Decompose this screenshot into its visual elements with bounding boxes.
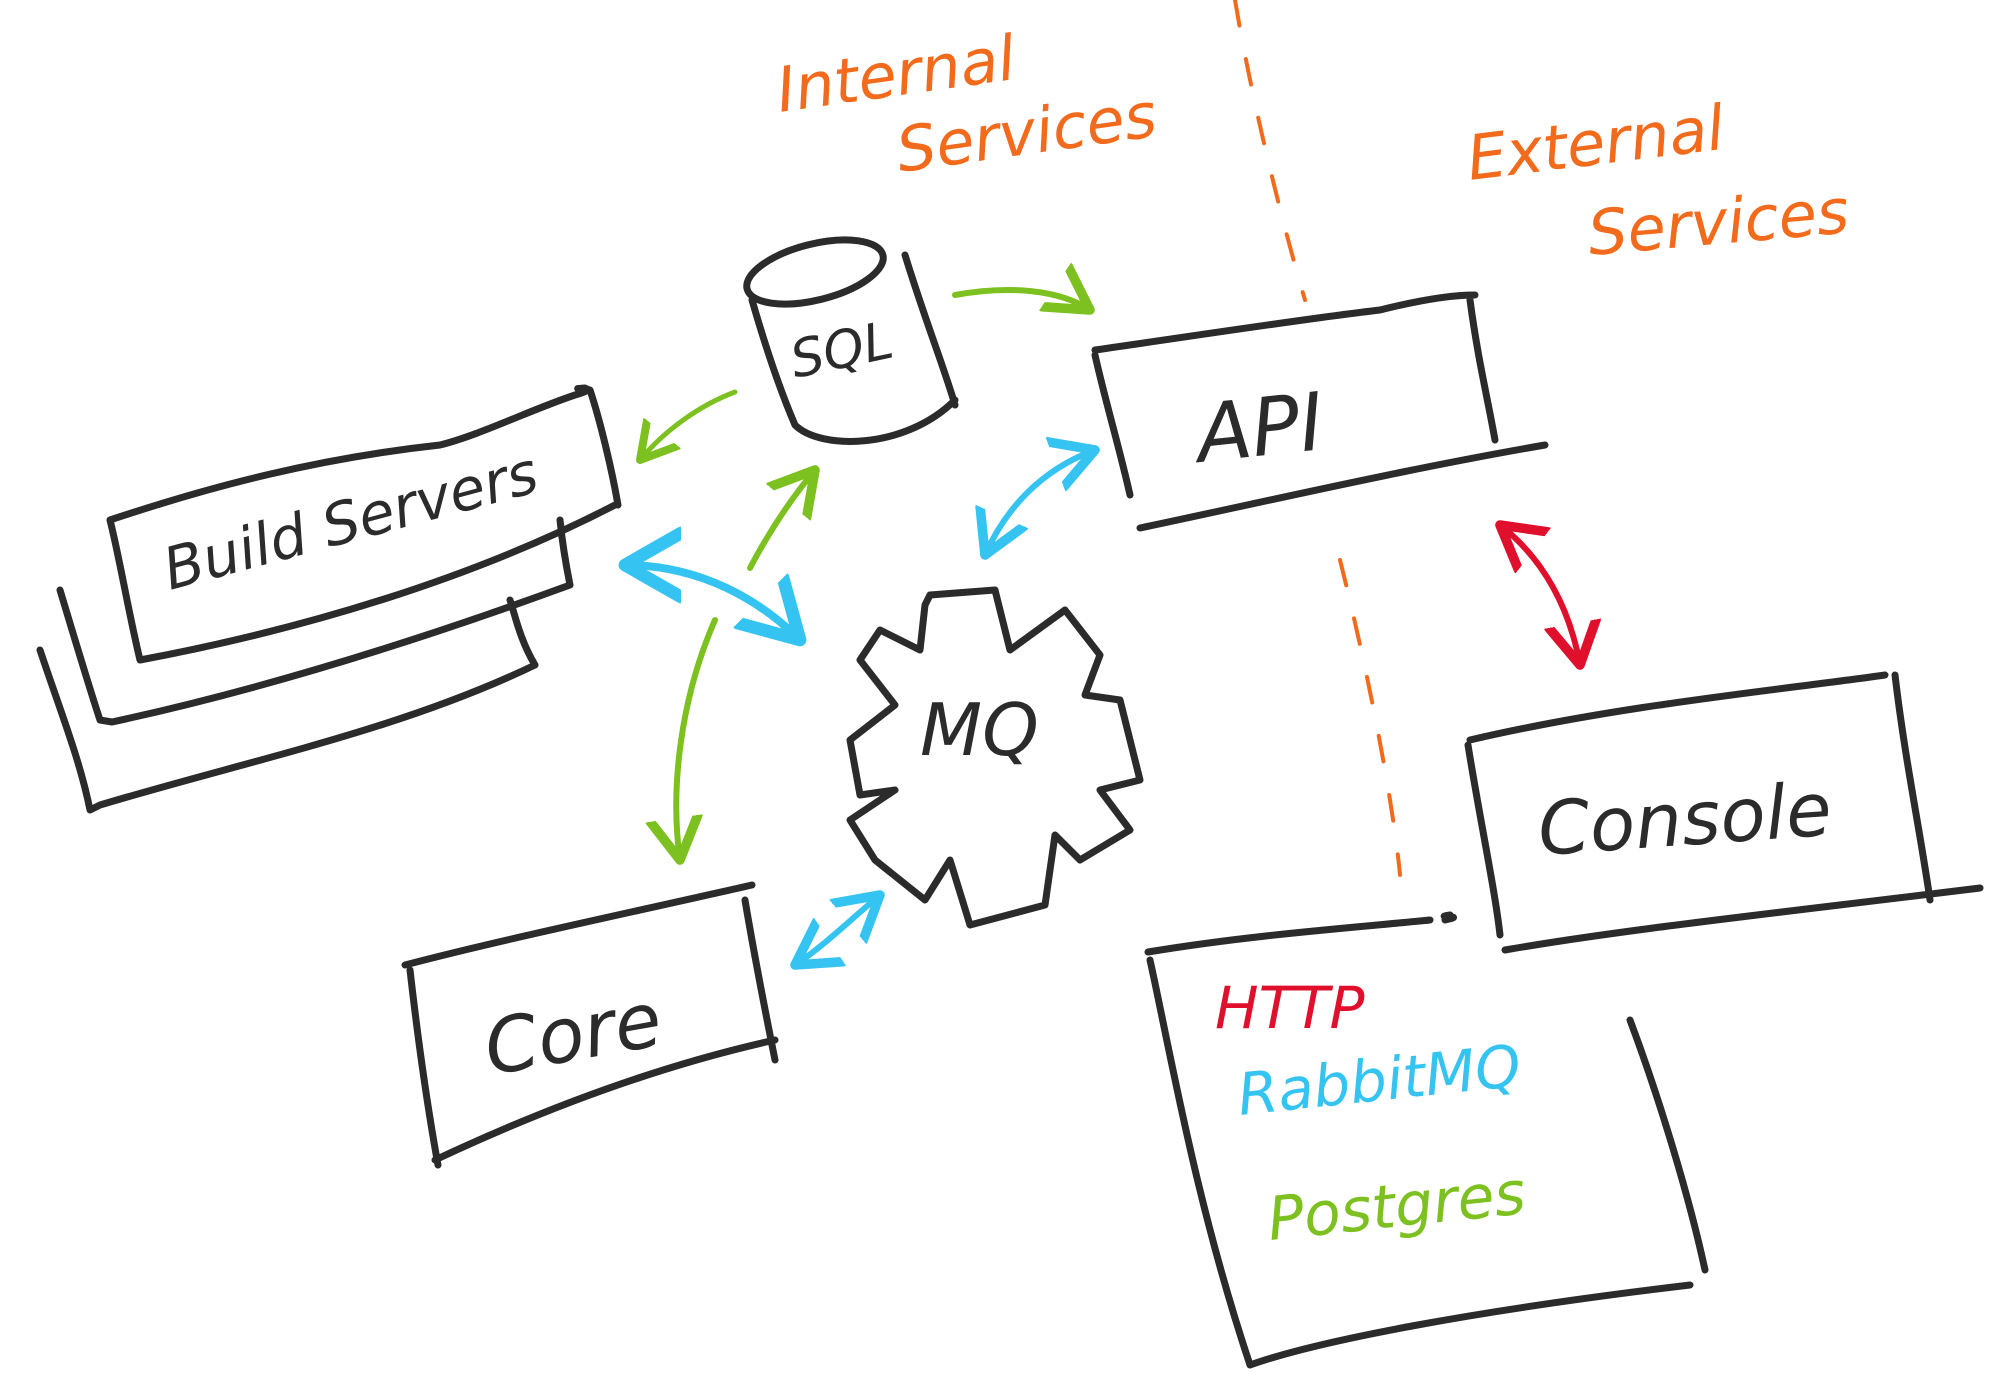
- external-zone-label-line1: External: [1463, 91, 1728, 195]
- build-servers-label: Build Servers: [156, 438, 545, 603]
- external-zone-label-line2: Services: [1585, 174, 1852, 270]
- edge-sql-to-build-servers: [640, 389, 738, 460]
- legend-box: [1144, 916, 1709, 1369]
- mq-node: MQ: [846, 586, 1144, 929]
- build-servers-front-box: [106, 384, 622, 664]
- sql-node: SQL: [743, 236, 959, 445]
- mq-label: MQ: [920, 688, 1039, 772]
- zone-divider-line: [1233, 0, 1402, 877]
- api-node: API: [1091, 291, 1549, 532]
- core-node: Core: [401, 881, 779, 1169]
- edge-api-mq: [985, 450, 1095, 555]
- api-label: API: [1187, 375, 1328, 481]
- edge-build-servers-mq: [625, 565, 800, 640]
- sql-cylinder-top: [743, 236, 887, 308]
- console-node: Console: [1440, 671, 1984, 954]
- build-servers-middle-box: [56, 516, 574, 726]
- mq-gear-shape: [846, 586, 1144, 929]
- console-box: [1440, 671, 1984, 954]
- api-box: [1091, 291, 1549, 532]
- console-label: Console: [1535, 767, 1834, 873]
- legend-http: HTTP: [1215, 974, 1364, 1042]
- core-box: [401, 881, 779, 1169]
- legend: HTTP RabbitMQ Postgres: [1144, 916, 1709, 1369]
- build-servers-back-box: [36, 596, 539, 814]
- edge-build-servers-to-sql: [747, 470, 815, 571]
- edge-sql-to-api: [952, 290, 1090, 310]
- edge-build-servers-to-core: [676, 617, 718, 860]
- edge-mq-core: [795, 895, 880, 965]
- legend-rabbitmq: RabbitMQ: [1234, 1032, 1524, 1129]
- edge-api-console: [1500, 525, 1580, 665]
- sql-label: SQL: [785, 311, 898, 391]
- build-servers-node: Build Servers: [36, 384, 622, 814]
- sql-cylinder-body: [748, 251, 959, 445]
- legend-postgres: Postgres: [1264, 1158, 1529, 1255]
